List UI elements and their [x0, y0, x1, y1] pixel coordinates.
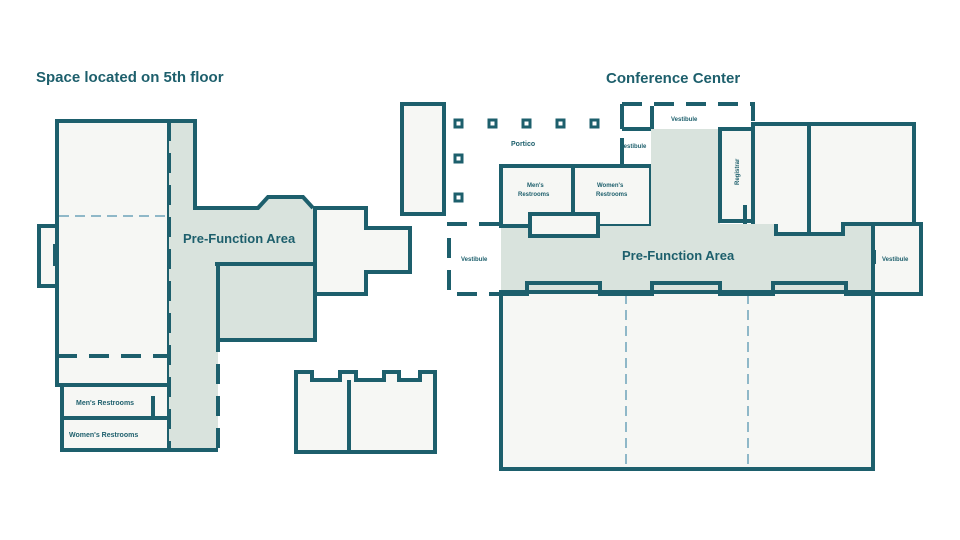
portico-column	[487, 118, 498, 129]
mens-restrooms-label: Men's Restrooms	[76, 400, 134, 407]
pre-function-area	[501, 129, 873, 290]
vestibule-door	[872, 250, 876, 264]
vestibule-top-label: Vestibule	[671, 117, 698, 123]
right-pre-function-label: Pre-Function Area	[622, 248, 735, 263]
left-main-room	[55, 119, 171, 387]
pre-function-wall	[169, 119, 315, 210]
left-lower-building	[294, 370, 437, 454]
east-room	[807, 122, 916, 236]
mens-label-line1: Men's	[527, 183, 544, 189]
vestibule-left-label: Vestibule	[461, 257, 488, 263]
right-plan-title: Conference Center	[606, 70, 740, 87]
womens-restrooms-label: Women's Restrooms	[69, 432, 138, 439]
pre-function-wall	[499, 281, 875, 296]
restroom-alcove	[528, 212, 600, 238]
portico-column	[589, 118, 600, 129]
portico-column	[555, 118, 566, 129]
portico-label: Portico	[511, 141, 535, 148]
north-block	[400, 102, 446, 216]
portico-column	[453, 153, 464, 164]
right-vestibule-room	[871, 222, 923, 296]
pre-function-annex	[216, 262, 317, 342]
main-ballroom	[499, 290, 875, 471]
mens-label-line2: Restrooms	[518, 192, 550, 198]
womens-label-line2: Restrooms	[596, 192, 628, 198]
east-room	[751, 122, 811, 236]
registrar-label: Registrar	[735, 158, 741, 185]
left-plan-title: Space located on 5th floor	[36, 69, 224, 86]
pre-function-wall	[774, 222, 873, 236]
vestibule-mid-label: Vestibule	[620, 144, 647, 150]
pre-function-area	[169, 121, 313, 450]
portico-column	[521, 118, 532, 129]
portico-column	[453, 118, 464, 129]
vestibule-right-label: Vestibule	[882, 257, 909, 263]
portico-column	[453, 192, 464, 203]
left-floor-plan: Space located on 5th floor Men's Restroo…	[36, 69, 437, 454]
left-vestibule-outline	[447, 222, 499, 296]
left-pre-function-label: Pre-Function Area	[183, 231, 296, 246]
top-vestibule-outline	[622, 102, 755, 129]
womens-label-line1: Women's	[597, 183, 624, 189]
right-floor-plan: Conference Center Portico Men's Restroom…	[400, 70, 923, 471]
left-east-wing	[313, 206, 412, 296]
